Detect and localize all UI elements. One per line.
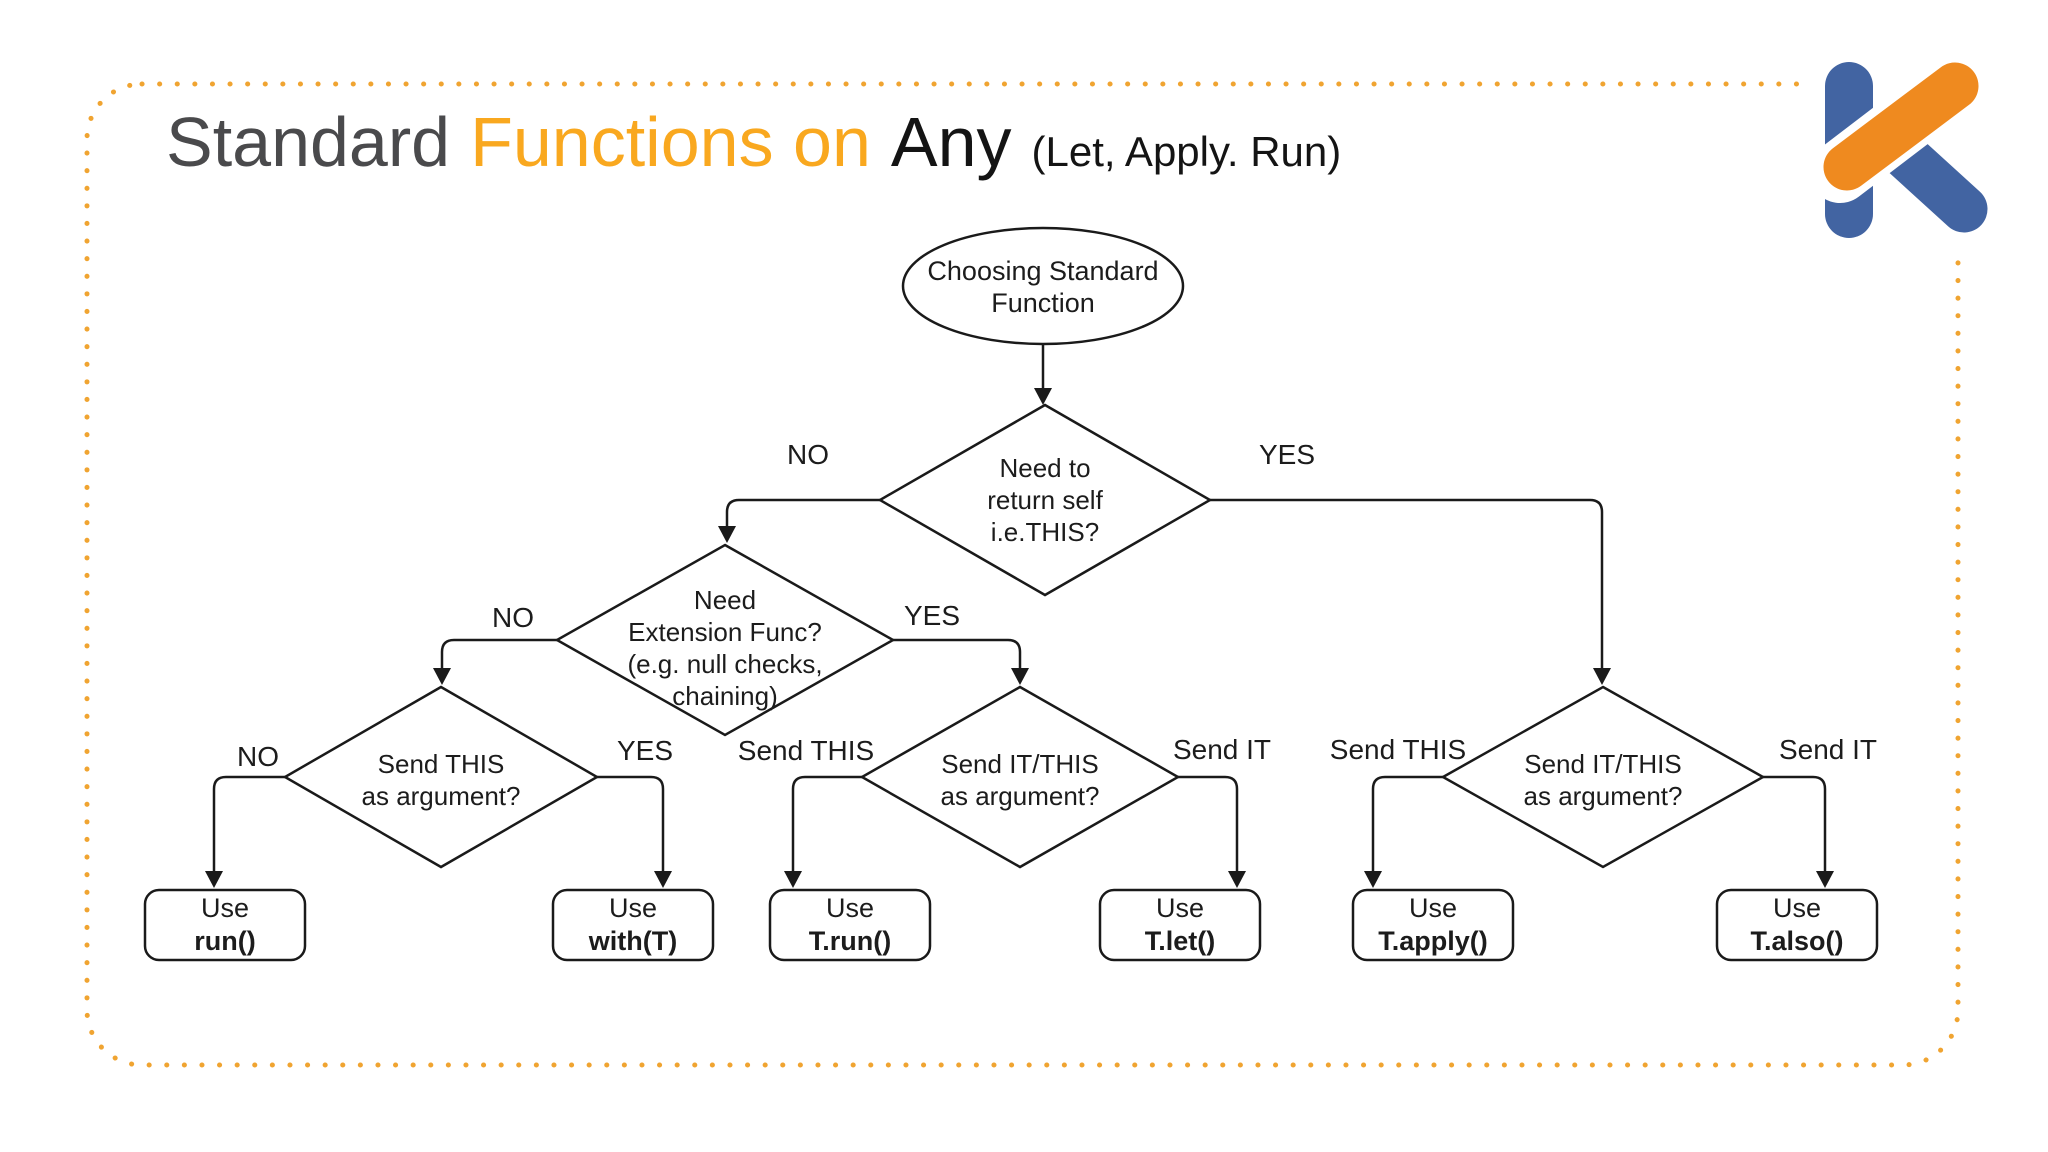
arrowhead-icon <box>433 668 451 685</box>
box-use-t-let <box>1098 888 1262 962</box>
page-title: Standard Functions on Any (Let, Apply. R… <box>166 102 1341 182</box>
edge-group <box>212 344 1827 882</box>
d1-label: Need to return self i.e.THIS? <box>987 453 1103 547</box>
edge-br-sendit <box>1763 775 1827 882</box>
leaf-use-t-let-label: Use T.let() <box>1144 893 1216 956</box>
box-use-run <box>143 888 307 962</box>
title-subtext: (Let, Apply. Run) <box>1031 128 1342 175</box>
box-use-with <box>551 888 715 962</box>
box-use-t-also <box>1715 888 1879 962</box>
arrowhead-icon <box>784 871 802 888</box>
title-word-any: Any <box>890 103 1012 181</box>
arrowhead-icon <box>205 871 223 888</box>
edge-br-sendthis <box>1371 775 1443 882</box>
d2-yes-label: YES <box>903 600 961 631</box>
edge-d2-no <box>440 638 557 679</box>
edge-d2-yes <box>893 638 1022 679</box>
edge-bm-sendthis <box>791 775 862 882</box>
edge-bl-no <box>212 775 285 882</box>
arrowhead-icon <box>718 526 736 543</box>
arrowhead-icon <box>1816 871 1834 888</box>
arrowhead-icon <box>1011 668 1029 685</box>
bm-sendit-label: Send IT <box>1172 734 1272 765</box>
bl-no-label: NO <box>237 741 279 772</box>
leaf-use-t-also-label: Use T.also() <box>1750 893 1844 956</box>
br-label: Send IT/THIS as argument? <box>1523 749 1683 811</box>
leaf-use-t-apply-label: Use T.apply() <box>1378 893 1488 956</box>
leaf-use-with-label: Use with(T) <box>588 893 678 956</box>
d2-no-label: NO <box>492 602 534 633</box>
diamond-need-extension-func <box>554 543 896 737</box>
diamond-send-it-this-right <box>1440 685 1766 869</box>
arrowhead-icon <box>1228 871 1246 888</box>
edge-d1-yes <box>1210 498 1604 679</box>
leaf-use-t-run-label: Use T.run() <box>808 893 892 956</box>
arrowhead-group <box>205 388 1834 888</box>
kotlin-logo <box>1800 42 2048 254</box>
d1-no-label: NO <box>787 439 829 470</box>
logo-orange-bar <box>1823 62 1979 191</box>
arrowhead-icon <box>1593 668 1611 685</box>
edge-bl-yes <box>597 775 665 882</box>
title-word-standard: Standard <box>166 103 451 181</box>
box-use-t-apply <box>1351 888 1515 962</box>
arrowhead-icon <box>654 871 672 888</box>
bl-label: Send THIS as argument? <box>361 749 521 811</box>
edge-bm-sendit <box>1178 775 1239 882</box>
leaf-use-run-label: Use run() <box>194 893 256 956</box>
node-shapes <box>143 226 1879 962</box>
br-sendthis-label: Send THIS <box>1329 734 1467 765</box>
d2-label: Need Extension Func? (e.g. null checks, … <box>627 585 823 711</box>
box-use-t-run <box>768 888 932 962</box>
start-ellipse <box>901 226 1185 346</box>
br-sendit-label: Send IT <box>1778 734 1878 765</box>
slide-dotted-border <box>84 81 1961 1068</box>
bl-yes-label: YES <box>616 735 674 766</box>
diamond-send-this-as-argument <box>282 685 600 869</box>
d1-yes-label: YES <box>1258 439 1316 470</box>
bm-sendthis-label: Send THIS <box>737 735 875 766</box>
title-word-functions-on: Functions on <box>470 103 871 181</box>
bm-label: Send IT/THIS as argument? <box>940 749 1100 811</box>
arrowhead-icon <box>1364 871 1382 888</box>
start-node-label: Choosing Standard Function <box>927 256 1159 318</box>
diamond-send-it-this-left <box>859 685 1181 869</box>
diamond-need-return-self <box>877 403 1213 597</box>
arrowhead-icon <box>1034 388 1052 405</box>
edge-d1-no <box>725 498 880 537</box>
